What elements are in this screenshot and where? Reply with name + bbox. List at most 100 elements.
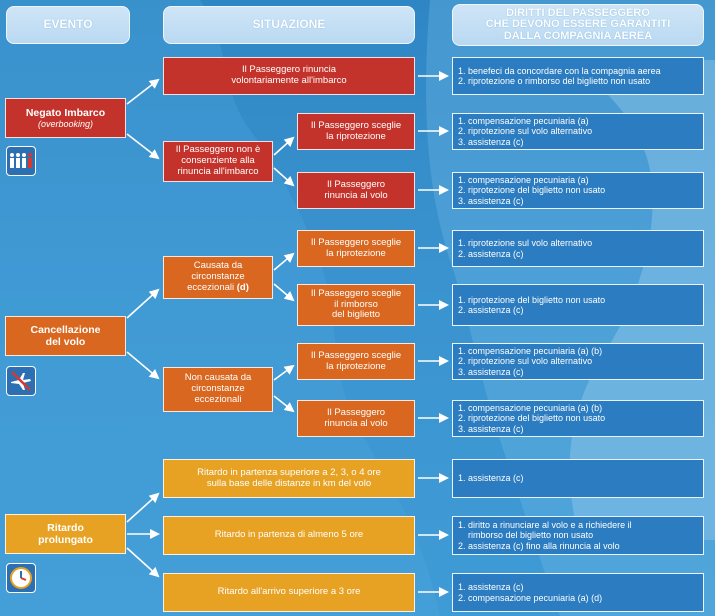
situation-negato-riprotezione: Il Passeggero sceglie la riprotezione — [297, 113, 415, 150]
rights-item: 2. assistenza (c) — [458, 305, 524, 315]
note-d: (d) — [236, 281, 249, 293]
header-diritti-line3: DALLA COMPAGNIA AEREA — [503, 29, 653, 42]
rights-list: 1. compensazione pecuniaria (a)2. riprot… — [458, 116, 592, 146]
situation-rinuncia-volontaria: Il Passeggero rinuncia volontariamente a… — [163, 57, 415, 95]
situation-text: Non causata da — [184, 372, 252, 384]
arrow — [126, 133, 160, 160]
rights-item: 2. assistenza (c) fino alla rinuncia al … — [458, 540, 620, 551]
rights-list: 1. assistenza (c)2. compensazione pecuni… — [458, 582, 602, 602]
arrow — [126, 288, 160, 319]
event-negato-imbarco: Negato Imbarco (overbooking) — [5, 98, 126, 138]
event-cancellazione-line2: del volo — [45, 336, 86, 348]
situation-text: Ritardo all'arrivo superiore a 3 ore — [217, 586, 361, 598]
rights-item: 2. riprotezione del biglietto non usato — [458, 185, 606, 196]
arrow — [126, 351, 160, 380]
event-negato-subtitle: (overbooking) — [37, 118, 94, 129]
clock-icon — [6, 563, 36, 593]
rights-item: 1. diritto a rinunciare al volo e a rich… — [458, 520, 632, 531]
rights-item: 3. assistenza (c) — [458, 366, 524, 377]
situation-non-consenziente: Il Passeggero non è consenziente alla ri… — [163, 141, 273, 182]
situation-text: la riprotezione — [326, 247, 386, 259]
arrow — [273, 364, 295, 381]
arrow — [273, 395, 295, 413]
rights-box: 1. diritto a rinunciare al volo e a rich… — [452, 516, 704, 555]
rights-list: 1. diritto a rinunciare al volo e a rich… — [458, 520, 632, 550]
situation-text: volontariamente all'imbarco — [231, 75, 347, 86]
rights-item: 1. compensazione pecuniaria (a) — [458, 116, 589, 127]
rights-item: 1. benefeci da concordare con la compagn… — [458, 65, 661, 76]
rights-list: 1. compensazione pecuniaria (a)2. riprot… — [458, 175, 605, 205]
situation-text: consenziente alla — [181, 155, 255, 167]
situation-text: circonstanze — [191, 271, 245, 283]
rights-item: 1. riprotezione sul volo alternativo — [458, 238, 593, 249]
situation-text: Il Passeggero sceglie — [310, 119, 402, 131]
situation-text: eccezionali — [194, 393, 242, 405]
rights-item: 2. riprotezione sul volo alternativo — [458, 356, 593, 367]
header-diritti: DIRITTI DEL PASSEGGERO CHE DEVONO ESSERE… — [452, 4, 704, 46]
event-ritardo: Ritardo prolungato — [5, 514, 126, 554]
rights-box: 1. assistenza (c)2. compensazione pecuni… — [452, 573, 704, 612]
rights-list: 1. compensazione pecuniaria (a) (b)2. ri… — [458, 403, 605, 433]
rights-item: rimborso del biglietto non usato — [468, 530, 594, 541]
situation-text: sulla base delle distanze in km del volo — [206, 477, 372, 489]
header-situazione-label: SITUAZIONE — [252, 17, 326, 32]
situation-text: Causata da — [193, 260, 243, 272]
header-evento-label: EVENTO — [43, 17, 93, 32]
situation-ritardo-arrivo: Ritardo all'arrivo superiore a 3 ore — [163, 573, 415, 612]
event-ritardo-line2: prolungato — [38, 534, 93, 546]
rights-box: 1. compensazione pecuniaria (a)2. riprot… — [452, 172, 704, 209]
cancelled-plane-icon — [6, 366, 36, 396]
situation-negato-rinuncia: Il Passeggero rinuncia al volo — [297, 172, 415, 209]
situation-ritardo-5-ore: Ritardo in partenza di almeno 5 ore — [163, 516, 415, 555]
rights-item: 2. assistenza (c) — [458, 248, 524, 259]
event-ritardo-line1: Ritardo — [47, 521, 84, 534]
situation-text: Il Passeggero sceglie — [310, 349, 402, 361]
situation-text: Il Passeggero — [326, 178, 386, 190]
situation-causata-riprotezione: Il Passeggero sceglie la riprotezione — [297, 230, 415, 267]
situation-text: Il Passeggero non è — [175, 144, 261, 156]
arrow — [126, 547, 160, 578]
arrow — [273, 167, 295, 187]
situation-non-causata-rinuncia: Il Passeggero rinuncia al volo — [297, 400, 415, 437]
situation-text: Il Passeggero sceglie — [310, 287, 402, 299]
situation-text: la riprotezione — [326, 130, 386, 142]
rights-list: 1. compensazione pecuniaria (a) (b)2. ri… — [458, 346, 602, 376]
arrow — [273, 136, 295, 156]
rights-item: 1. assistenza (c) — [458, 582, 524, 593]
rights-item: 1. assistenza (c) — [458, 473, 524, 484]
rights-item: 1. compensazione pecuniaria (a) (b) — [458, 403, 603, 414]
situation-text: circonstanze — [191, 383, 245, 395]
situation-text: rinuncia al volo — [324, 189, 388, 201]
situation-non-causata-riprotezione: Il Passeggero sceglie la riprotezione — [297, 343, 415, 380]
situation-text: Ritardo in partenza superiore a 2, 3, o … — [197, 466, 381, 478]
rights-box: 1. compensazione pecuniaria (a) (b)2. ri… — [452, 343, 704, 380]
arrow — [273, 252, 295, 271]
rights-box: 1. benefeci da concordare con la compagn… — [452, 57, 704, 95]
rights-box: 1. compensazione pecuniaria (a)2. riprot… — [452, 113, 704, 150]
situation-text: Il Passeggero rinuncia — [242, 64, 336, 76]
event-cancellazione: Cancellazione del volo — [5, 316, 126, 356]
header-diritti-line1: DIRITTI DEL PASSEGGERO — [506, 6, 650, 19]
situation-text: il rimborso — [334, 298, 378, 310]
situation-ritardo-partenza-ore: Ritardo in partenza superiore a 2, 3, o … — [163, 459, 415, 498]
situation-causata-rimborso: Il Passeggero sceglie il rimborso del bi… — [297, 284, 415, 326]
rights-item: 1. compensazione pecuniaria (a) — [458, 175, 589, 186]
rights-item: 2. compensazione pecuniaria (a) (d) — [458, 592, 603, 603]
situation-text: eccezionali (d) — [187, 281, 249, 294]
rights-item: 3. assistenza (c) — [458, 195, 524, 206]
situation-text: Il Passeggero — [326, 406, 386, 418]
header-diritti-line2: CHE DEVONO ESSERE GARANTITI — [485, 18, 671, 31]
rights-box: 1. assistenza (c) — [452, 459, 704, 498]
header-situazione: SITUAZIONE — [163, 6, 415, 44]
event-negato-title: Negato Imbarco — [25, 106, 106, 119]
rights-item: 3. assistenza (c) — [458, 136, 524, 147]
arrow — [126, 78, 160, 105]
situation-text: Il Passeggero sceglie — [310, 236, 402, 248]
situation-text: rinuncia al volo — [324, 417, 388, 429]
rights-list: 1. assistenza (c) — [458, 473, 524, 483]
situation-causata: Causata da circonstanze eccezionali (d) — [163, 256, 273, 299]
